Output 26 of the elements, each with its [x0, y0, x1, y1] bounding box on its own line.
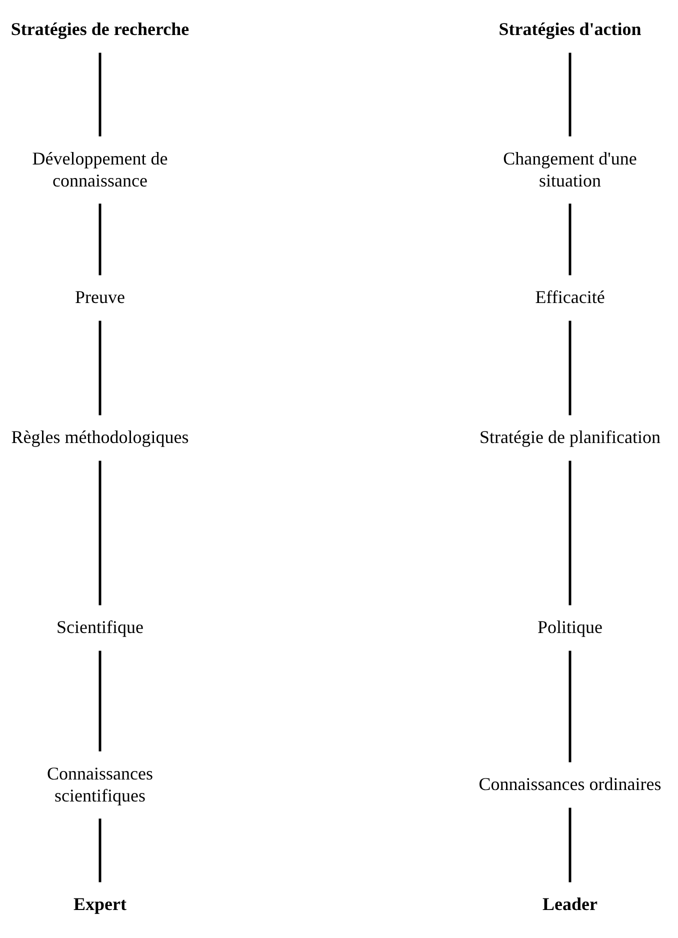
- node-label: Efficacité: [534, 287, 606, 309]
- connector-line: [98, 204, 102, 276]
- connector-line: [568, 460, 572, 606]
- node-label: Connaissances ordinaires: [478, 774, 662, 796]
- node-label: Changement d'une situation: [502, 148, 638, 192]
- connector-line: [98, 650, 102, 752]
- connector-line: [98, 460, 102, 606]
- node-label: Politique: [536, 617, 604, 639]
- node-label: Règles méthodologiques: [10, 427, 190, 449]
- connector-line: [568, 808, 572, 882]
- node-label: Connaissances scientifiques: [46, 763, 154, 807]
- connector-line: [98, 52, 102, 136]
- connector-line: [568, 52, 572, 136]
- connector-line: [98, 818, 102, 882]
- node-label: Expert: [72, 894, 128, 916]
- connector-line: [98, 320, 102, 416]
- node-label: Développement de connaissance: [31, 148, 169, 192]
- connector-line: [568, 320, 572, 416]
- node-label: Stratégies de recherche: [10, 19, 190, 41]
- connector-line: [568, 650, 572, 762]
- connector-line: [568, 204, 572, 276]
- node-label: Stratégies d'action: [498, 19, 642, 41]
- node-label: Leader: [542, 894, 598, 916]
- node-label: Stratégie de planification: [478, 427, 662, 449]
- node-label: Preuve: [74, 287, 126, 309]
- node-label: Scientifique: [56, 617, 144, 639]
